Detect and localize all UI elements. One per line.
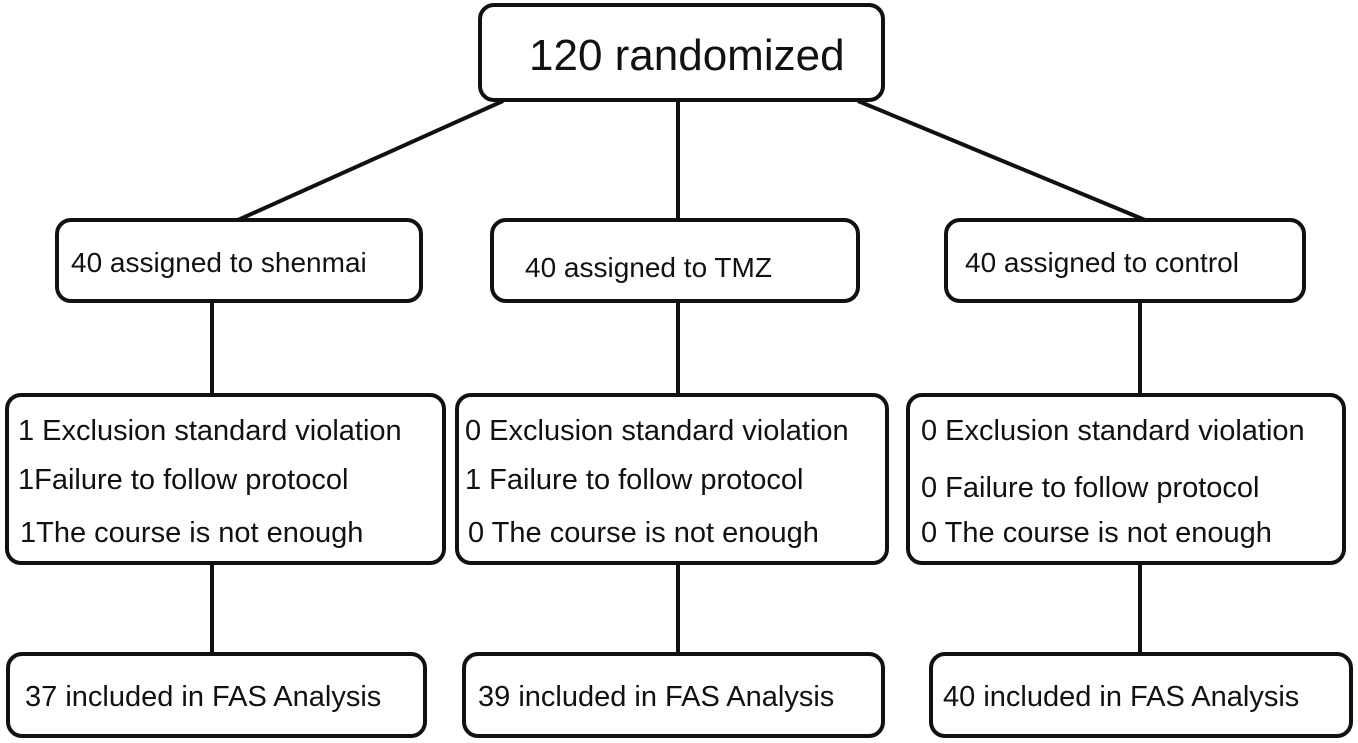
connector-root-to-control: [857, 99, 1146, 222]
exclusion-protocol-tmz: 1 Failure to follow protocol: [465, 464, 804, 496]
exclusion-box-tmz: 0 Exclusion standard violation 1 Failure…: [455, 393, 889, 565]
exclusion-box-control: 0 Exclusion standard violation 0 Failure…: [906, 393, 1346, 565]
exclusion-course-control: 0 The course is not enough: [921, 517, 1272, 549]
group-box-shenmai: 40 assigned to shenmai: [55, 218, 423, 303]
connector-root-to-shenmai: [237, 99, 504, 222]
group-box-tmz: 40 assigned to TMZ: [490, 218, 860, 303]
exclusion-course-tmz: 0 The course is not enough: [468, 517, 819, 549]
result-label-control: 40 included in FAS Analysis: [943, 681, 1300, 713]
result-box-control: 40 included in FAS Analysis: [929, 652, 1353, 738]
exclusion-protocol-shenmai: 1Failure to follow protocol: [18, 464, 349, 496]
result-box-tmz: 39 included in FAS Analysis: [462, 652, 885, 738]
group-label-shenmai: 40 assigned to shenmai: [71, 247, 367, 278]
exclusion-protocol-control: 0 Failure to follow protocol: [921, 472, 1260, 504]
exclusion-box-shenmai: 1 Exclusion standard violation 1Failure …: [5, 393, 446, 565]
exclusion-violation-tmz: 0 Exclusion standard violation: [465, 415, 849, 447]
exclusion-violation-control: 0 Exclusion standard violation: [921, 415, 1305, 447]
result-label-tmz: 39 included in FAS Analysis: [478, 681, 835, 713]
result-box-shenmai: 37 included in FAS Analysis: [6, 652, 427, 738]
exclusion-course-shenmai: 1The course is not enough: [20, 517, 364, 549]
group-box-control: 40 assigned to control: [944, 218, 1306, 303]
exclusion-violation-shenmai: 1 Exclusion standard violation: [18, 415, 402, 447]
group-label-control: 40 assigned to control: [965, 247, 1239, 278]
group-label-tmz: 40 assigned to TMZ: [525, 252, 772, 283]
randomized-label: 120 randomized: [529, 31, 845, 80]
randomized-box: 120 randomized: [478, 3, 885, 102]
result-label-shenmai: 37 included in FAS Analysis: [25, 681, 382, 713]
